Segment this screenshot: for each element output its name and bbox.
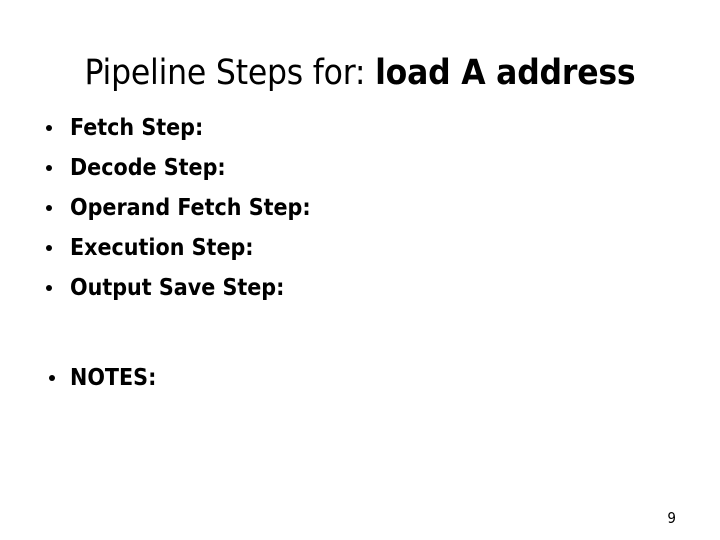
list-item: Execution Step:	[0, 228, 720, 268]
notes-bullet-list: NOTES:	[0, 358, 720, 398]
list-item: NOTES:	[0, 358, 720, 398]
list-item-label: Fetch Step:	[70, 115, 204, 141]
list-item: Operand Fetch Step:	[0, 188, 720, 228]
bullet-list: Fetch Step: Decode Step: Operand Fetch S…	[0, 108, 720, 308]
list-item-label: Operand Fetch Step:	[70, 195, 311, 221]
pipeline-steps-list: Fetch Step: Decode Step: Operand Fetch S…	[0, 108, 720, 308]
list-item-label: Output Save Step:	[70, 275, 285, 301]
list-item-label: Decode Step:	[70, 155, 226, 181]
notes-label: NOTES:	[70, 365, 157, 391]
bullet-dot-icon	[46, 165, 52, 171]
slide-number: 9	[667, 509, 676, 527]
bullet-dot-icon	[46, 285, 52, 291]
page-title: Pipeline Steps for: load A address	[36, 51, 684, 95]
page-title-plain: Pipeline Steps for:	[84, 53, 376, 94]
bullet-dot-icon	[49, 375, 55, 381]
bullet-dot-icon	[46, 125, 52, 131]
page-title-emphasis: load A address	[375, 53, 636, 94]
bullet-dot-icon	[46, 245, 52, 251]
list-item: Decode Step:	[0, 148, 720, 188]
list-item-label: Execution Step:	[70, 235, 254, 261]
list-item: Output Save Step:	[0, 268, 720, 308]
list-item: Fetch Step:	[0, 108, 720, 148]
bullet-dot-icon	[46, 205, 52, 211]
notes-section: NOTES:	[0, 358, 720, 398]
